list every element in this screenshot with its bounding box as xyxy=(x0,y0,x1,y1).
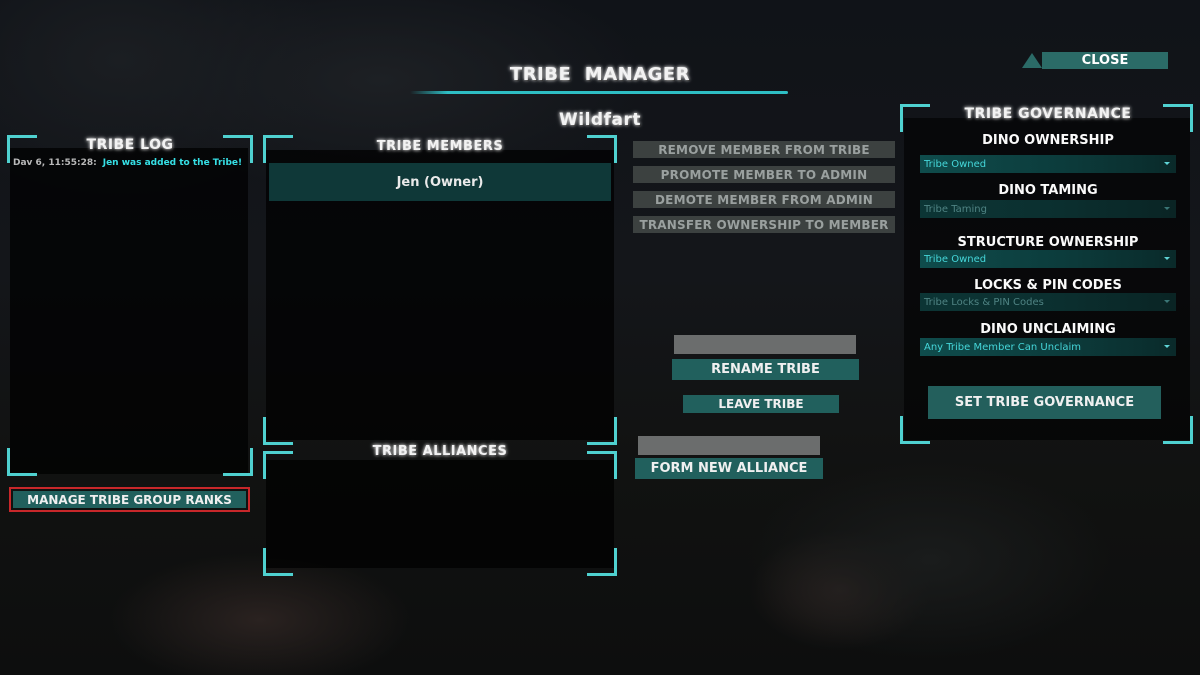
dropdown-value: Tribe Owned xyxy=(924,253,987,265)
rename-tribe-button[interactable]: RENAME TRIBE xyxy=(672,359,859,380)
tribe-members-heading: TRIBE MEMBERS xyxy=(376,139,504,154)
title-underline xyxy=(410,91,788,94)
dino-ownership-label: DINO OWNERSHIP xyxy=(982,133,1114,148)
corner-bracket xyxy=(1163,104,1193,132)
corner-bracket xyxy=(7,135,37,163)
chevron-down-icon xyxy=(1164,162,1170,165)
corner-bracket xyxy=(1163,416,1193,444)
corner-bracket xyxy=(587,548,617,576)
page-title: TRIBE MANAGER xyxy=(509,64,691,85)
corner-bracket xyxy=(263,451,293,479)
remove-member-button[interactable]: REMOVE MEMBER FROM TRIBE xyxy=(633,141,895,158)
structure-ownership-label: STRUCTURE OWNERSHIP xyxy=(957,235,1139,250)
close-button[interactable]: CLOSE xyxy=(1042,52,1168,69)
corner-bracket xyxy=(587,135,617,163)
tribe-alliances-background xyxy=(266,460,614,568)
tribe-log-background xyxy=(10,148,248,474)
dropdown-value: Tribe Locks & PIN Codes xyxy=(924,296,1044,308)
corner-bracket xyxy=(587,451,617,479)
dropdown-value: Tribe Owned xyxy=(924,158,987,170)
governance-heading: TRIBE GOVERNANCE xyxy=(964,106,1132,122)
dropdown-value: Any Tribe Member Can Unclaim xyxy=(924,341,1082,353)
dino-taming-dropdown[interactable]: Tribe Taming xyxy=(920,200,1176,218)
manage-ranks-label: MANAGE TRIBE GROUP RANKS xyxy=(13,491,246,508)
chevron-down-icon xyxy=(1164,207,1170,210)
corner-bracket xyxy=(223,448,253,476)
rename-tribe-input[interactable] xyxy=(674,335,856,354)
dino-unclaiming-dropdown[interactable]: Any Tribe Member Can Unclaim xyxy=(920,338,1176,356)
chevron-down-icon xyxy=(1164,345,1170,348)
transfer-ownership-button[interactable]: TRANSFER OWNERSHIP TO MEMBER xyxy=(633,216,895,233)
dino-taming-label: DINO TAMING xyxy=(998,183,1098,198)
corner-bracket xyxy=(263,417,293,445)
dino-unclaiming-label: DINO UNCLAIMING xyxy=(980,322,1116,337)
tribe-alliances-heading: TRIBE ALLIANCES xyxy=(372,444,508,459)
corner-bracket xyxy=(263,135,293,163)
tribe-name: Wildfart xyxy=(559,110,641,130)
log-entry: Dav 6, 11:55:28: Jen was added to the Tri… xyxy=(13,158,242,168)
chevron-down-icon xyxy=(1164,257,1170,260)
demote-member-button[interactable]: DEMOTE MEMBER FROM ADMIN xyxy=(633,191,895,208)
corner-bracket xyxy=(900,416,930,444)
set-tribe-governance-button[interactable]: SET TRIBE GOVERNANCE xyxy=(928,386,1161,419)
alliance-name-input[interactable] xyxy=(638,436,820,455)
locks-pin-codes-dropdown[interactable]: Tribe Locks & PIN Codes xyxy=(920,293,1176,311)
dropdown-value: Tribe Taming xyxy=(924,203,987,215)
leave-tribe-button[interactable]: LEAVE TRIBE xyxy=(683,395,839,413)
dino-ownership-dropdown[interactable]: Tribe Owned xyxy=(920,155,1176,173)
corner-bracket xyxy=(263,548,293,576)
log-message: Jen was added to the Tribe! xyxy=(102,158,243,168)
chevron-down-icon xyxy=(1164,300,1170,303)
close-triangle-icon[interactable] xyxy=(1022,53,1042,68)
locks-pin-codes-label: LOCKS & PIN CODES xyxy=(974,278,1122,293)
corner-bracket xyxy=(223,135,253,163)
corner-bracket xyxy=(900,104,930,132)
member-row[interactable]: Jen (Owner) xyxy=(269,163,611,201)
structure-ownership-dropdown[interactable]: Tribe Owned xyxy=(920,250,1176,268)
tribe-log-heading: TRIBE LOG xyxy=(86,137,174,153)
corner-bracket xyxy=(587,417,617,445)
form-new-alliance-button[interactable]: FORM NEW ALLIANCE xyxy=(635,458,823,479)
promote-member-button[interactable]: PROMOTE MEMBER TO ADMIN xyxy=(633,166,895,183)
corner-bracket xyxy=(7,448,37,476)
manage-tribe-group-ranks-button[interactable]: MANAGE TRIBE GROUP RANKS xyxy=(9,487,250,512)
log-timestamp: Dav 6, 11:55:28: xyxy=(13,158,97,168)
